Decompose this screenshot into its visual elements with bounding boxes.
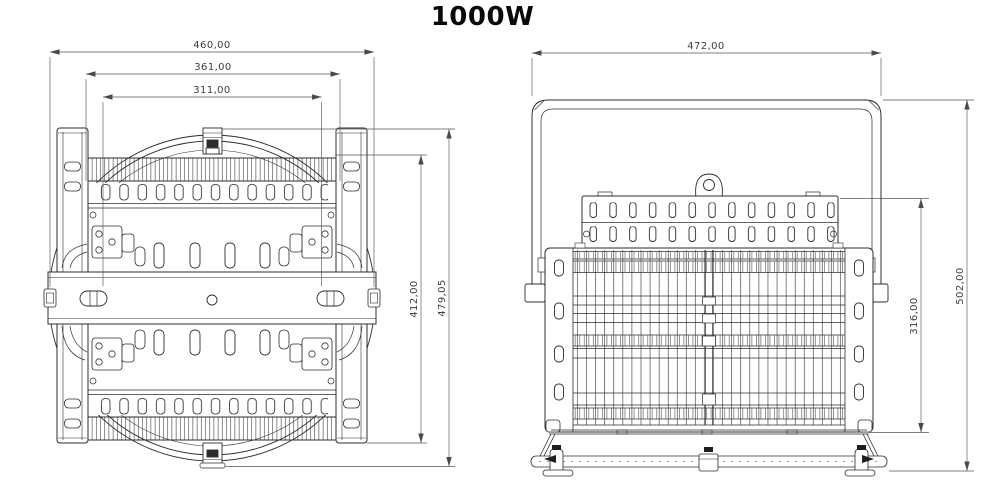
vent-slot-row-bottom <box>88 389 336 415</box>
rear-view-drawing <box>524 99 889 477</box>
dim-label-top-height-body: 412,00 <box>409 280 420 317</box>
side-tab-left <box>43 288 57 308</box>
heatsink-fins-bottom <box>88 416 336 441</box>
body-slots-lower <box>153 329 271 356</box>
side-tab-right <box>367 288 381 308</box>
vent-slot-row-top <box>88 184 336 209</box>
top-view-drawing <box>43 127 381 469</box>
base-stand <box>530 429 888 477</box>
dim-label-rear-height-overall: 502,00 <box>955 267 966 304</box>
yoke-crossbar <box>43 271 381 325</box>
dim-label-top-width-overall: 460,00 <box>193 40 230 51</box>
rim-clamp-bottom <box>199 442 226 469</box>
body-slots-upper <box>153 242 271 269</box>
rear-view-dimensions: 472,00 316,00 502,00 <box>531 41 974 472</box>
handle-pivot-left <box>524 283 546 303</box>
center-divider <box>702 250 716 425</box>
top-vent-panel <box>581 191 839 249</box>
base-bolts <box>544 445 874 463</box>
rim-clamp-top <box>202 127 223 155</box>
rear-body <box>544 242 874 433</box>
page-title: 1000W <box>430 2 535 32</box>
screw-blocks <box>89 211 335 385</box>
dim-label-rear-width-overall: 472,00 <box>687 41 724 52</box>
dim-label-top-height-overall: 479,05 <box>437 279 448 316</box>
heatsink-fins-top <box>88 157 336 182</box>
dim-label-top-width-inner: 311,00 <box>193 85 230 96</box>
center-foot-block <box>698 453 719 472</box>
center-hole <box>206 294 218 306</box>
flange-slots <box>554 259 864 401</box>
dim-label-rear-height-body: 316,00 <box>909 297 920 334</box>
top-view-dimensions: 460,00 361,00 311,00 412,00 479,05 <box>49 40 455 467</box>
lifting-eye <box>695 173 723 199</box>
dim-label-top-width-body: 361,00 <box>194 62 231 73</box>
